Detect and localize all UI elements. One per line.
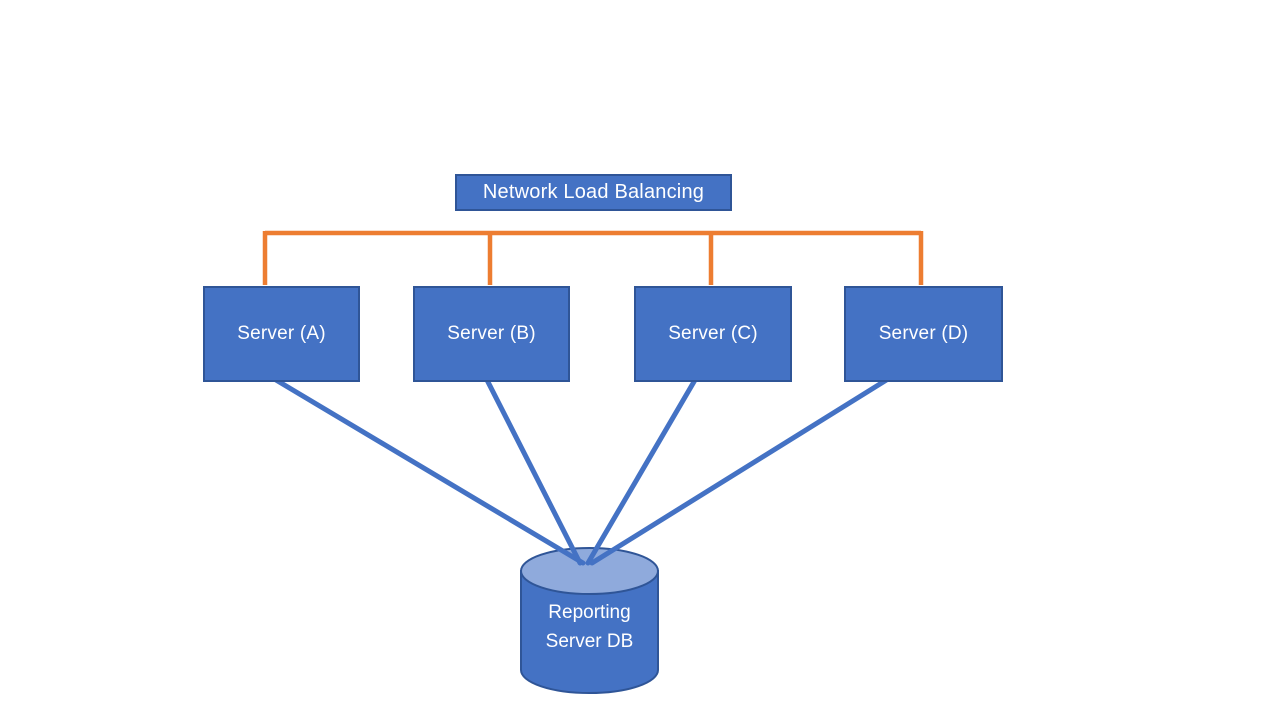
server-a-label: Server (A) [237,323,326,344]
cylinder-top [520,547,659,595]
connector-server-d-db [589,376,891,566]
connector-server-b-db [484,377,583,566]
server-a-node: Server (A) [203,286,360,382]
server-c-node: Server (C) [634,286,792,382]
network-load-balancing-label: Network Load Balancing [482,181,705,203]
server-b-label: Server (B) [447,323,536,344]
database-label-line2: Server DB [545,631,634,652]
database-label-line1: Reporting [548,602,631,623]
server-b-node: Server (B) [413,286,570,382]
cylinder-body [520,570,659,694]
server-d-node: Server (D) [844,286,1003,382]
load-balancer-bus [262,230,924,285]
connector-server-c-db [585,377,698,566]
connector-server-a-db [273,377,586,566]
database-label: Reporting Server DB [521,598,658,656]
server-to-db-connectors [273,376,891,566]
server-d-label: Server (D) [878,323,969,344]
server-c-label: Server (C) [668,323,758,344]
network-load-balancing-node: Network Load Balancing [455,174,732,211]
database-cylinder-shape [520,547,659,694]
